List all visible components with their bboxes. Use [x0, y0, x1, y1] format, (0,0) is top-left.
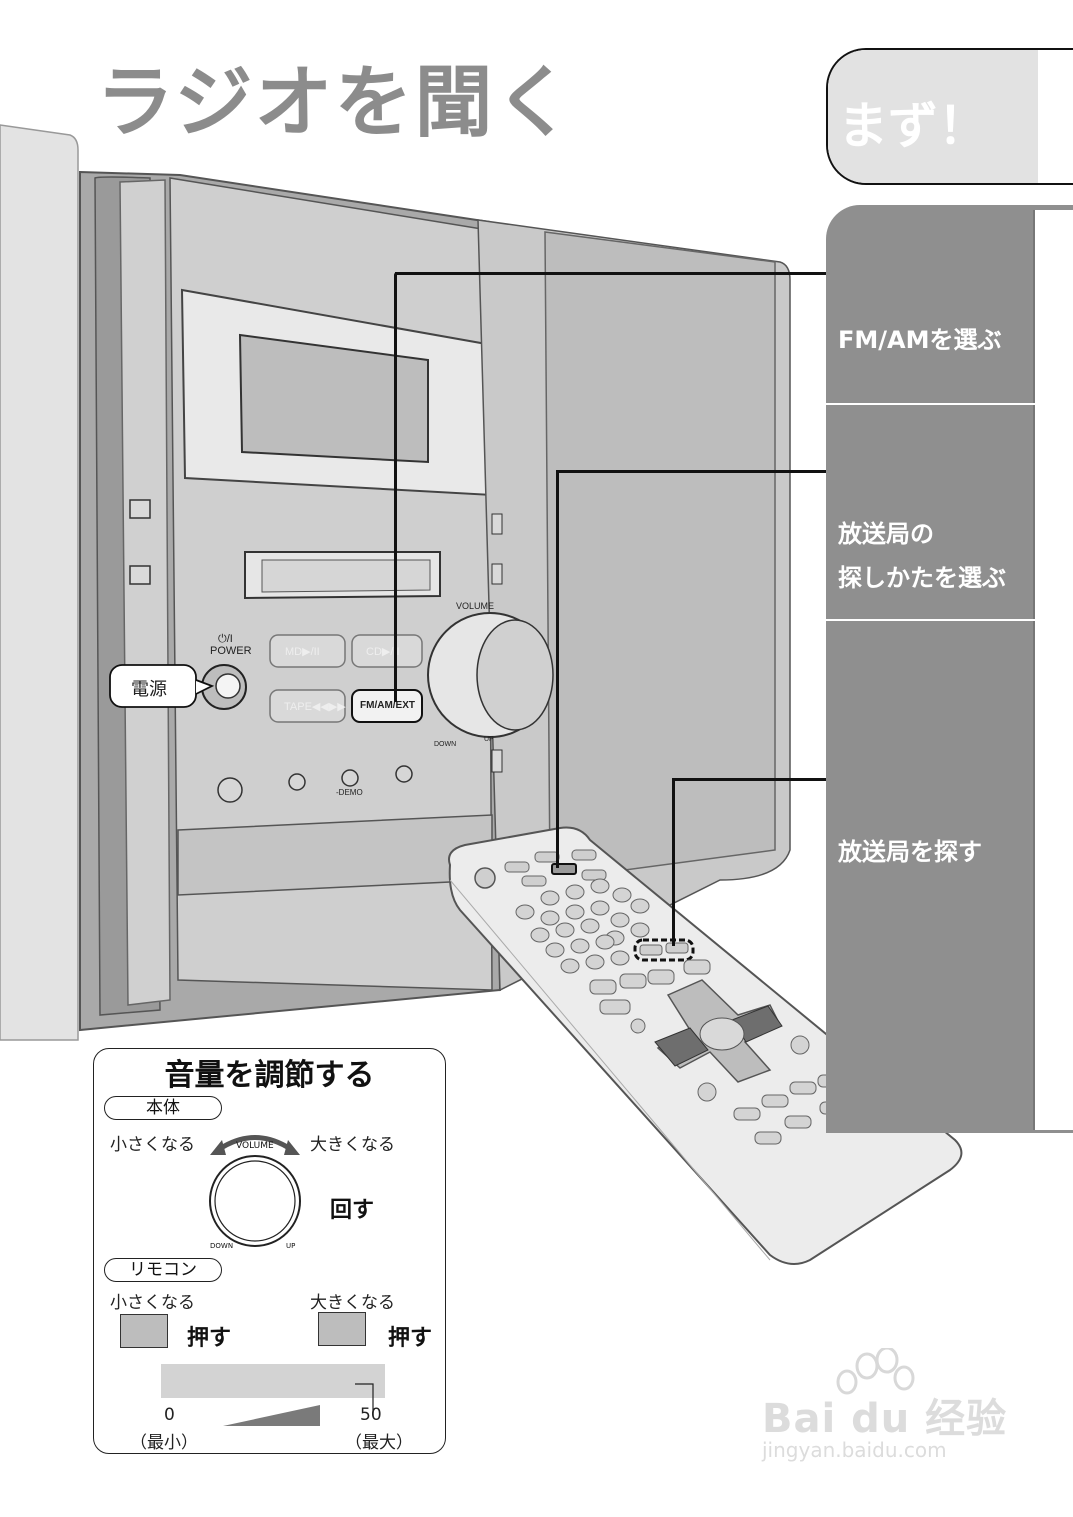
steps-panel — [826, 205, 1073, 1133]
remote-tag: リモコン — [104, 1258, 222, 1282]
steps-panel-edge — [1033, 210, 1073, 1130]
unit-smaller-label: 小さくなる — [110, 1135, 195, 1155]
remote-control — [448, 826, 963, 1265]
volume-max-value: 50 — [360, 1405, 382, 1425]
md-button[interactable]: MD▶/II — [285, 646, 320, 658]
step-2-label-line1: 放送局の — [838, 520, 934, 548]
knob-up-label: UP — [286, 1242, 296, 1250]
callout-line-tune — [673, 778, 826, 781]
callout-line-search-method — [557, 470, 826, 473]
remote-volume-up-button[interactable] — [318, 1312, 366, 1346]
baidu-watermark: Bai du 经验 jingyan.baidu.com — [762, 1346, 1012, 1478]
volume-label: VOLUME — [456, 601, 495, 611]
tab-first-label: まず！ — [838, 97, 988, 155]
unit-bigger-label: 大きくなる — [310, 1135, 395, 1155]
callout-line-tune-vertical — [672, 778, 675, 946]
tab-first — [826, 48, 1073, 185]
knob-volume-label: VOLUME — [236, 1141, 274, 1151]
cd-button[interactable]: CD▶/II — [366, 646, 400, 658]
step-divider — [826, 619, 1073, 621]
demo-label: -DEMO — [336, 788, 363, 797]
volume-min-label: （最小） — [130, 1433, 198, 1453]
remote-bigger-label: 大きくなる — [310, 1293, 395, 1313]
step-divider — [826, 403, 1073, 405]
power-label: POWER — [210, 645, 252, 657]
callout-line-search-method-vertical — [556, 470, 559, 868]
tape-button[interactable]: TAPE◀◀▶▶ — [284, 701, 346, 713]
callout-line-fm-vertical — [394, 272, 397, 702]
volume-up-label: UP — [484, 736, 494, 743]
unit-tag: 本体 — [104, 1096, 222, 1120]
volume-max-label: （最大） — [345, 1433, 413, 1453]
volume-knob-diagram — [209, 1135, 301, 1247]
step-1-label: FM/AMを選ぶ — [838, 326, 1002, 354]
volume-down-label: DOWN — [434, 741, 457, 748]
knob-down-label: DOWN — [210, 1242, 234, 1250]
push-left-label: 押す — [187, 1326, 232, 1351]
fm-am-ext-button[interactable]: FM/AM/EXT — [360, 700, 415, 711]
power-symbol: ⏻/I — [218, 633, 233, 645]
volume-level-bar — [161, 1364, 385, 1426]
page-title: ラジオを聞く — [96, 58, 575, 148]
callout-line-fm — [395, 272, 826, 275]
push-right-label: 押す — [388, 1326, 433, 1351]
baidu-url: jingyan.baidu.com — [762, 1438, 947, 1462]
remote-smaller-label: 小さくなる — [110, 1293, 195, 1313]
power-callout: 電源 — [131, 679, 167, 700]
volume-box-title: 音量を調節する — [164, 1058, 375, 1093]
step-2-label-line2: 探しかたを選ぶ — [838, 564, 1006, 592]
baidu-paw-icon — [836, 1346, 915, 1395]
remote-volume-down-button[interactable] — [120, 1314, 168, 1348]
turn-label: 回す — [330, 1198, 375, 1223]
step-3-label: 放送局を探す — [838, 838, 982, 866]
baidu-brand: Bai du 经验 — [762, 1396, 1008, 1442]
volume-min-value: 0 — [164, 1405, 175, 1425]
